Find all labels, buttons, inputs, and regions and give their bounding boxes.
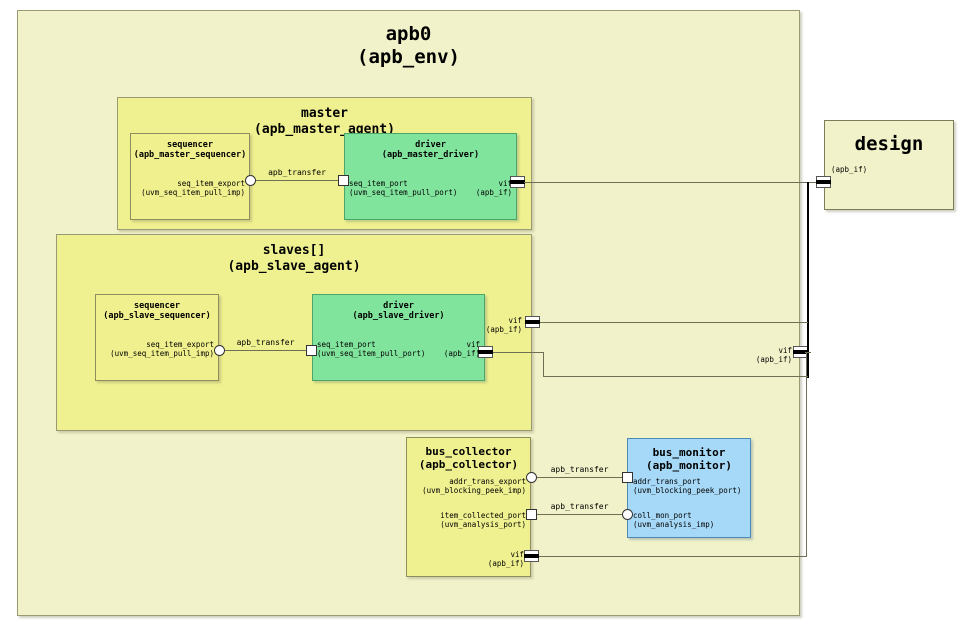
slave-seq-item-port-icon[interactable] [306,345,317,356]
master-driver-vif-label: vif (apb_if) [475,179,512,198]
slave-agent-vif-wire [540,322,808,323]
slave-driver-vif-wire-h2 [543,376,808,377]
master-apb-transfer-label: apb_transfer [268,168,326,177]
addr-trans-export-label: addr_trans_export (uvm_blocking_peek_imp… [422,477,526,496]
slave-seq-item-export-label: seq_item_export (uvm_seq_item_pull_imp) [110,340,214,359]
design-apb-if-port-icon[interactable] [816,176,831,188]
coll-mon-wire-label: apb_transfer [550,502,609,511]
vif-vertical-bus [807,182,809,378]
master-driver-vif-port-icon[interactable] [510,176,525,188]
design-title: design [854,133,924,155]
slave-driver-block: driver (apb_slave_driver) seq_item_port … [312,294,485,381]
master-seq-item-port-label: seq_item_port (uvm_seq_item_pull_port) [349,179,458,198]
addr-trans-wire-label: apb_transfer [550,465,609,474]
slave-seq-wire [225,350,306,351]
slave-agent-vif-label: vif (apb_if) [485,316,522,335]
coll-mon-port-label: coll_mon_port (uvm_analysis_imp) [633,511,715,530]
coll-mon-wire [537,514,622,515]
addr-trans-wire [537,477,622,478]
bus-monitor-block: bus_monitor (apb_monitor) addr_trans_por… [627,438,751,538]
env-title: apb0 (apb_env) [357,23,460,69]
bus-collector-vif-port-icon[interactable] [524,550,539,562]
master-driver-title: driver (apb_master_driver) [381,140,480,161]
master-seq-item-port-icon[interactable] [338,175,349,186]
item-collected-port-icon[interactable] [526,509,537,520]
slave-agent-title: slaves[] (apb_slave_agent) [227,243,361,274]
master-seq-item-export-icon[interactable] [245,175,256,186]
slave-sequencer-title: sequencer (apb_slave_sequencer) [103,301,211,322]
addr-trans-port-label: addr_trans_port (uvm_blocking_peek_port) [633,477,742,496]
slave-agent-vif-port-icon[interactable] [525,316,540,328]
master-vif-to-design-wire [524,182,816,183]
bus-collector-vif-label: vif (apb_if) [487,550,524,569]
master-driver-block: driver (apb_master_driver) seq_item_port… [344,133,517,220]
slave-seq-item-export-icon[interactable] [214,345,225,356]
bus-collector-title: bus_collector (apb_collector) [418,445,519,472]
env-vif-label: vif (apb_if) [755,346,792,365]
master-sequencer-title: sequencer (apb_master_sequencer) [133,140,247,161]
slave-driver-vif-wire-v [543,352,544,376]
slave-sequencer-block: sequencer (apb_slave_sequencer) seq_item… [95,294,219,381]
design-block: design (apb_if) [824,120,954,210]
slave-driver-vif-label: vif (apb_if) [443,340,480,359]
slave-driver-vif-wire-h1 [493,352,543,353]
item-collected-port-label: item_collected_port (uvm_analysis_port) [440,511,526,530]
slave-driver-vif-port-icon[interactable] [478,346,493,358]
bus-monitor-title: bus_monitor (apb_monitor) [645,446,733,473]
slave-seq-item-port-label: seq_item_port (uvm_seq_item_pull_port) [317,340,426,359]
addr-trans-port-icon[interactable] [622,472,633,483]
master-sequencer-block: sequencer (apb_master_sequencer) seq_ite… [130,133,250,220]
design-apb-if-label: (apb_if) [831,165,868,174]
bus-collector-block: bus_collector (apb_collector) addr_trans… [406,437,531,577]
master-seq-wire [256,180,338,181]
bus-collector-vif-wire-v [806,352,807,556]
addr-trans-export-icon[interactable] [526,472,537,483]
bus-collector-vif-wire-h [539,556,807,557]
coll-mon-port-icon[interactable] [622,509,633,520]
slave-apb-transfer-label: apb_transfer [236,338,295,347]
env-vif-stub-wire [805,352,811,353]
master-seq-item-export-label: seq_item_export (uvm_seq_item_pull_imp) [141,179,245,198]
slave-driver-title: driver (apb_slave_driver) [352,301,445,322]
